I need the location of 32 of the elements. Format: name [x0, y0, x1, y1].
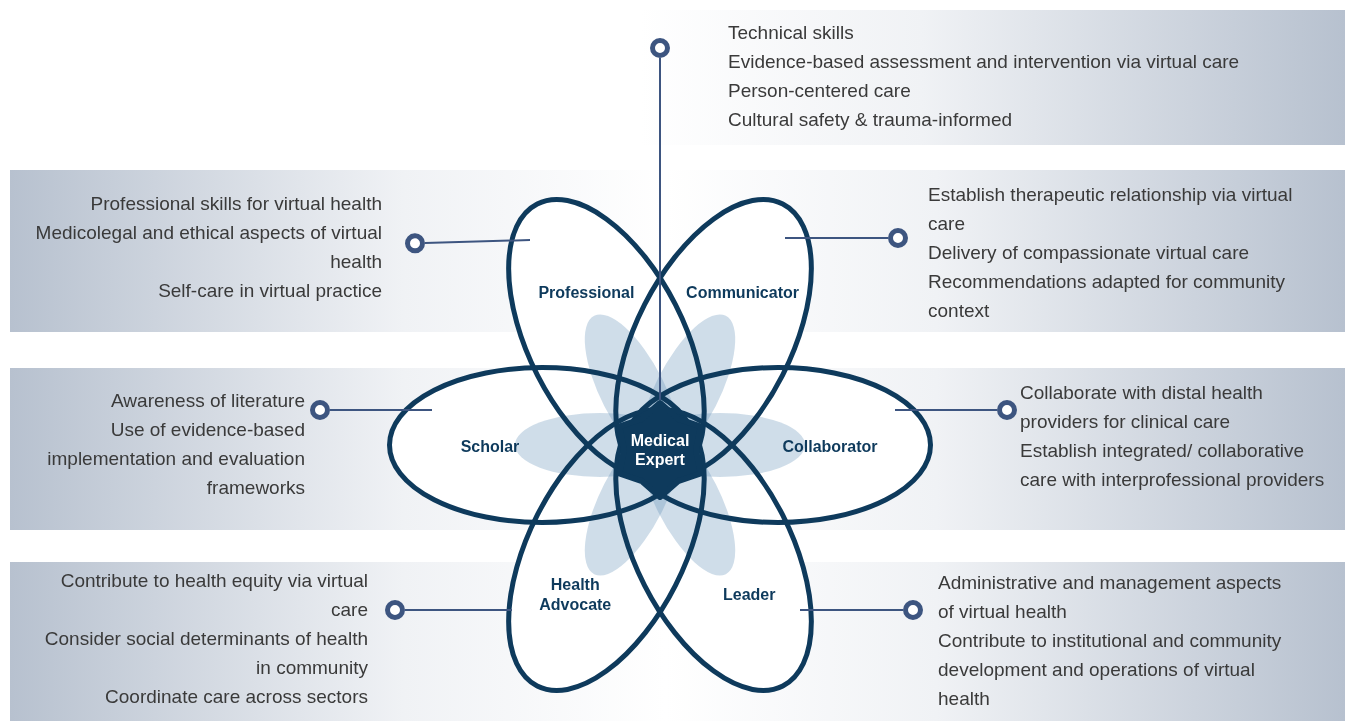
- center-label: Medical Expert: [629, 431, 691, 469]
- list-item-text: Awareness of literature: [110, 389, 305, 413]
- list-item-text: Person-centered care: [728, 79, 912, 103]
- list-item-text: Evidence-based assessment and intervention via virtual care: [728, 50, 1241, 74]
- list-item-text: Establish therapeutic relationship via virtual care: [928, 183, 1294, 236]
- list-item-text: Professional skills for virtual health: [89, 192, 382, 216]
- list-item-text: Administrative and management aspects of virtual health: [938, 571, 1283, 624]
- list-item-text: Recommendations adapted for community context: [928, 270, 1286, 323]
- leader-line: [310, 400, 433, 420]
- leader-line: [894, 400, 1017, 420]
- leader-line: [385, 600, 513, 620]
- list-item-text: Coordinate care across sectors: [104, 685, 368, 709]
- petal-label: Scholar: [460, 437, 520, 457]
- petal-label: Collaborator: [782, 437, 878, 457]
- list-item-text: Technical skills: [728, 21, 855, 45]
- list-item-text: Cultural safety & trauma-informed: [728, 108, 1014, 132]
- petal-label: Communicator: [685, 283, 799, 303]
- list-item-text: Use of evidence-based implementation and evaluation frameworks: [46, 418, 305, 500]
- petal-label: Health Advocate: [538, 575, 613, 615]
- list-item-text: Self-care in virtual practice: [157, 279, 382, 303]
- list-item-text: Delivery of compassionate virtual care: [928, 241, 1251, 265]
- leader-line: [405, 233, 531, 254]
- leader-line: [784, 228, 908, 248]
- list-item-text: Contribute to health equity via virtual care: [59, 569, 368, 622]
- list-item-text: Contribute to institutional and community development and operations of virtual health: [938, 629, 1283, 711]
- list-item-text: Consider social determinants of health in community: [43, 627, 368, 680]
- petal-label: Professional: [538, 283, 635, 303]
- petal-label: Leader: [722, 585, 776, 605]
- leader-line: [799, 600, 923, 620]
- list-item-text: Establish integrated/ collaborative care with interprofessional providers: [1020, 439, 1326, 492]
- list-item-text: Collaborate with distal health providers for clinical care: [1020, 381, 1264, 434]
- list-item-text: Medicolegal and ethical aspects of virtual health: [34, 221, 382, 274]
